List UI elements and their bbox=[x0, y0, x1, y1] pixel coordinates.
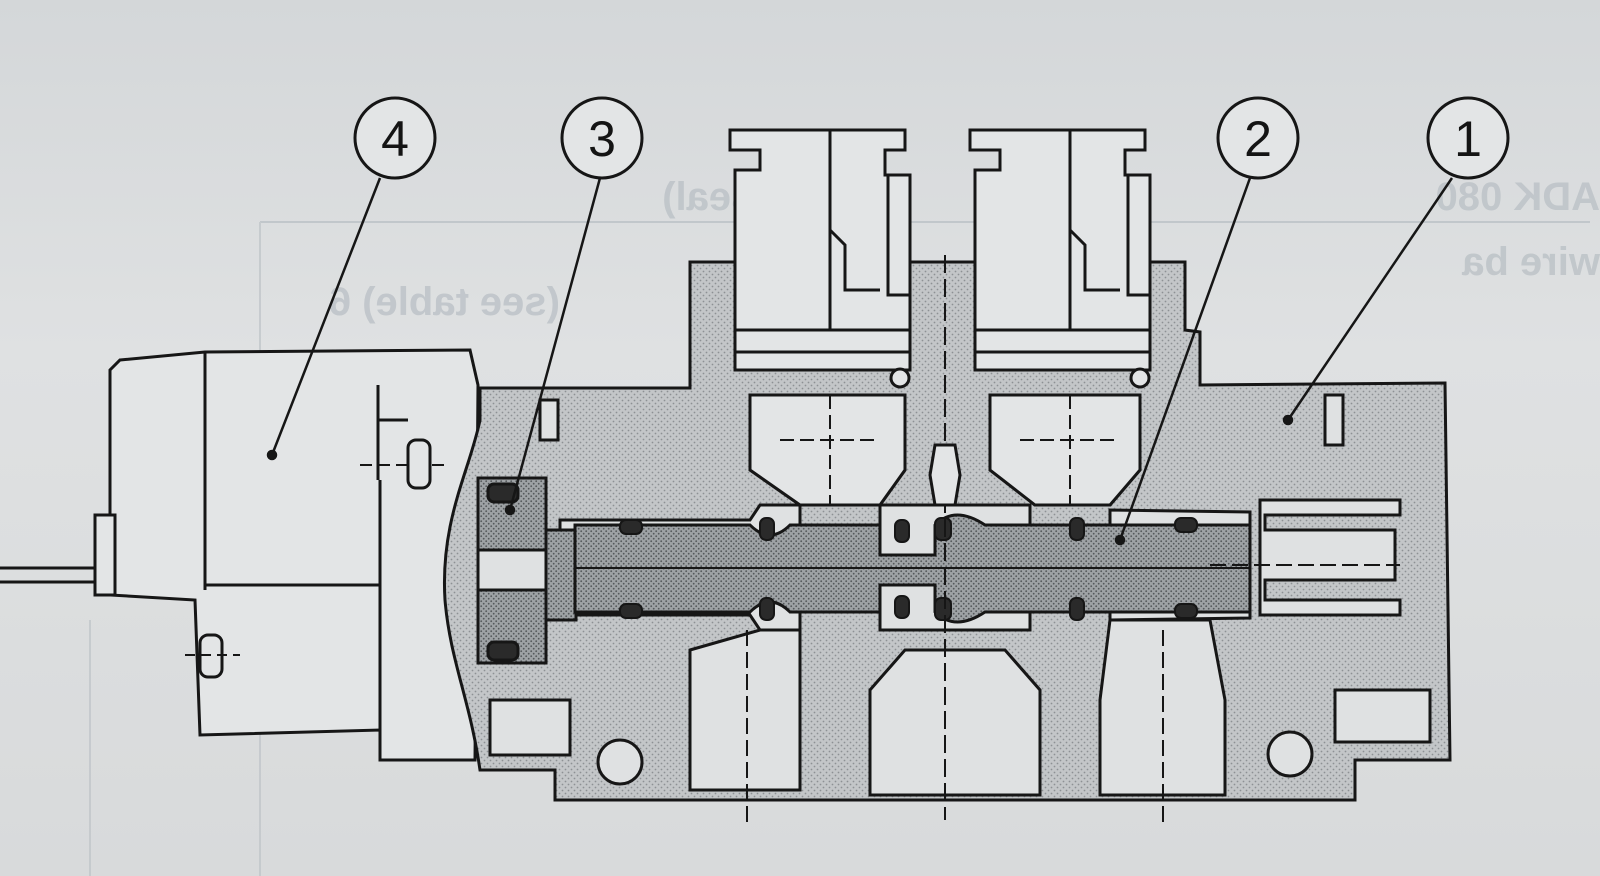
pilot-solenoid-right bbox=[968, 128, 1152, 507]
port-centerlines bbox=[746, 564, 1400, 825]
callout-2-label: 2 bbox=[1244, 111, 1272, 167]
callout-1-label: 1 bbox=[1454, 111, 1482, 167]
callout-4: 4 bbox=[353, 96, 437, 180]
spool bbox=[573, 513, 1252, 624]
callout-1: 1 bbox=[1426, 96, 1510, 180]
bleed-text-2: ADK 080 bbox=[1435, 175, 1600, 219]
callout-3-label: 3 bbox=[588, 111, 616, 167]
bleed-text-3: (see table) 6 bbox=[329, 280, 560, 324]
piston-plate bbox=[476, 476, 578, 665]
spool-seals bbox=[619, 517, 1198, 621]
center-pilot-passage bbox=[928, 255, 962, 820]
callout-4-label: 4 bbox=[381, 111, 409, 167]
pilot-solenoid-left bbox=[728, 128, 912, 507]
callout-2: 2 bbox=[1216, 96, 1300, 180]
bleed-text-4: wire ba bbox=[1461, 240, 1600, 284]
end-cap-block bbox=[0, 348, 480, 762]
leader-lines bbox=[266, 177, 1454, 546]
callout-3: 3 bbox=[560, 96, 644, 180]
